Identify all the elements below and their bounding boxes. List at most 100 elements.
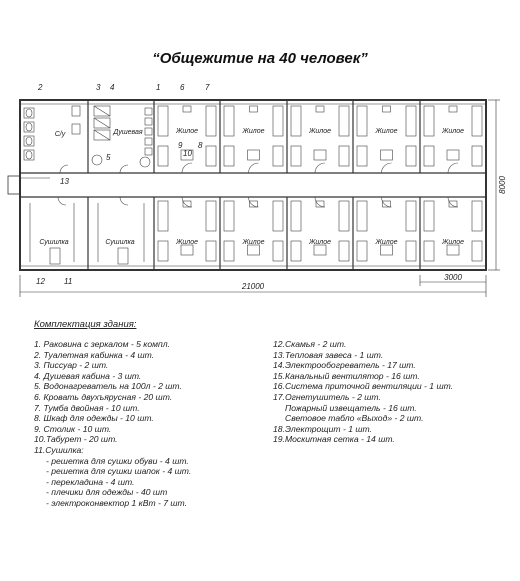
door-swing — [447, 196, 459, 208]
bed — [356, 145, 368, 167]
wardrobe — [448, 200, 458, 208]
bed — [338, 145, 350, 167]
bed — [471, 145, 483, 167]
spec-item: 4. Душевая кабина - 3 шт. — [34, 370, 142, 381]
door-swing — [248, 162, 259, 174]
bed — [205, 145, 217, 167]
callout-number: 1 — [156, 83, 160, 92]
room-label: Жилое — [308, 239, 331, 246]
bed — [223, 240, 235, 262]
door-swing — [314, 196, 326, 208]
spec-item: 8. Шкаф для одежды - 10 шт. — [34, 413, 154, 424]
shower-cabin — [93, 105, 111, 117]
door-swing — [57, 196, 67, 206]
toilet — [25, 122, 33, 132]
water-heater — [139, 156, 151, 168]
room-label: Жилое — [175, 128, 198, 135]
water-heater — [91, 154, 103, 166]
table — [380, 244, 393, 256]
spec-item: 16.Система приточной вентиляции - 1 шт. — [273, 381, 454, 392]
door-swing — [381, 162, 392, 174]
wardrobe — [182, 200, 192, 208]
bench — [49, 247, 61, 265]
bed — [205, 200, 217, 232]
entrance-vestibule — [7, 175, 21, 195]
spec-list-1: 1. Раковина с зеркалом - 5 компл.2. Туал… — [34, 339, 191, 509]
table — [446, 244, 460, 256]
bed — [290, 240, 302, 262]
bed — [471, 240, 483, 262]
sink — [144, 117, 153, 126]
toilet-cabin — [23, 149, 35, 161]
spec-item: 5. Водонагреватель на 100л - 2 шт. — [34, 381, 182, 392]
bed — [338, 240, 350, 262]
wardrobe — [249, 105, 258, 113]
spec-item: 18.Электрощит - 1 шт. — [273, 423, 372, 434]
bed — [338, 105, 350, 137]
spec-item: - решетка для сушки обуви - 4 шт. — [46, 455, 189, 466]
dimensions — [19, 99, 500, 297]
bed — [290, 200, 302, 232]
room-label: Сушилка — [39, 239, 68, 246]
shower-cross — [93, 105, 111, 117]
toilet-cabin — [23, 107, 35, 119]
callout-number: 6 — [180, 83, 185, 92]
dimension-total-length: 21000 — [241, 282, 265, 291]
spec-item: 12.Скамья - 2 шт. — [273, 339, 347, 349]
bed — [205, 105, 217, 137]
callout-number: 11 — [64, 277, 72, 286]
wardrobe — [382, 105, 391, 113]
bed — [272, 240, 284, 262]
wardrobe — [382, 200, 391, 208]
bed — [423, 200, 435, 232]
bed — [290, 105, 302, 137]
shower-cross — [93, 129, 111, 141]
room-label: Жилое — [374, 128, 397, 135]
bed — [405, 240, 417, 262]
bed — [223, 105, 235, 137]
callout-number: 13 — [60, 177, 69, 186]
wardrobe — [315, 105, 325, 113]
bed — [423, 240, 435, 262]
door-swing — [59, 164, 69, 174]
door-swing — [447, 162, 459, 174]
spec-item: - плечики для одежды - 40 шт — [46, 487, 168, 498]
bed — [223, 200, 235, 232]
toilet — [25, 150, 33, 160]
sink — [144, 107, 153, 116]
toilet — [25, 108, 33, 118]
bed — [157, 240, 169, 262]
sink — [144, 137, 153, 146]
door-swing — [248, 196, 259, 208]
bed — [356, 200, 368, 232]
room-label: Сушилка — [105, 239, 134, 246]
table — [380, 149, 393, 161]
bed — [356, 105, 368, 137]
callout-number: 10 — [183, 149, 192, 158]
spec-item: 17.Огнетушитель - 2 шт. — [273, 391, 381, 402]
spec-header: Комплектация здания: — [34, 319, 137, 330]
door-swing — [181, 162, 193, 174]
room-label: Жилое — [241, 128, 264, 135]
page-title: “Общежитие на 40 человек” — [152, 50, 368, 67]
walls — [7, 99, 487, 271]
room-label: Жилое — [374, 239, 397, 246]
spec-item: 3. Писсуар - 2 шт. — [34, 360, 109, 371]
spec-item: 13.Тепловая завеса - 1 шт. — [273, 349, 384, 360]
table — [247, 149, 260, 161]
bed — [423, 145, 435, 167]
dimension-total-width: 8000 — [498, 176, 507, 194]
room-label: Жилое — [308, 128, 331, 135]
door-swing — [181, 196, 193, 208]
furniture — [23, 105, 483, 265]
door-swing — [314, 162, 326, 174]
bed — [272, 145, 284, 167]
shower-cabin — [93, 117, 111, 129]
bed — [157, 145, 169, 167]
spec-item: Световое табло «Выход» - 2 шт. — [285, 413, 424, 424]
bed — [356, 240, 368, 262]
bed — [223, 145, 235, 167]
bed — [405, 105, 417, 137]
spec-item: 11.Сушилка: — [34, 444, 84, 455]
